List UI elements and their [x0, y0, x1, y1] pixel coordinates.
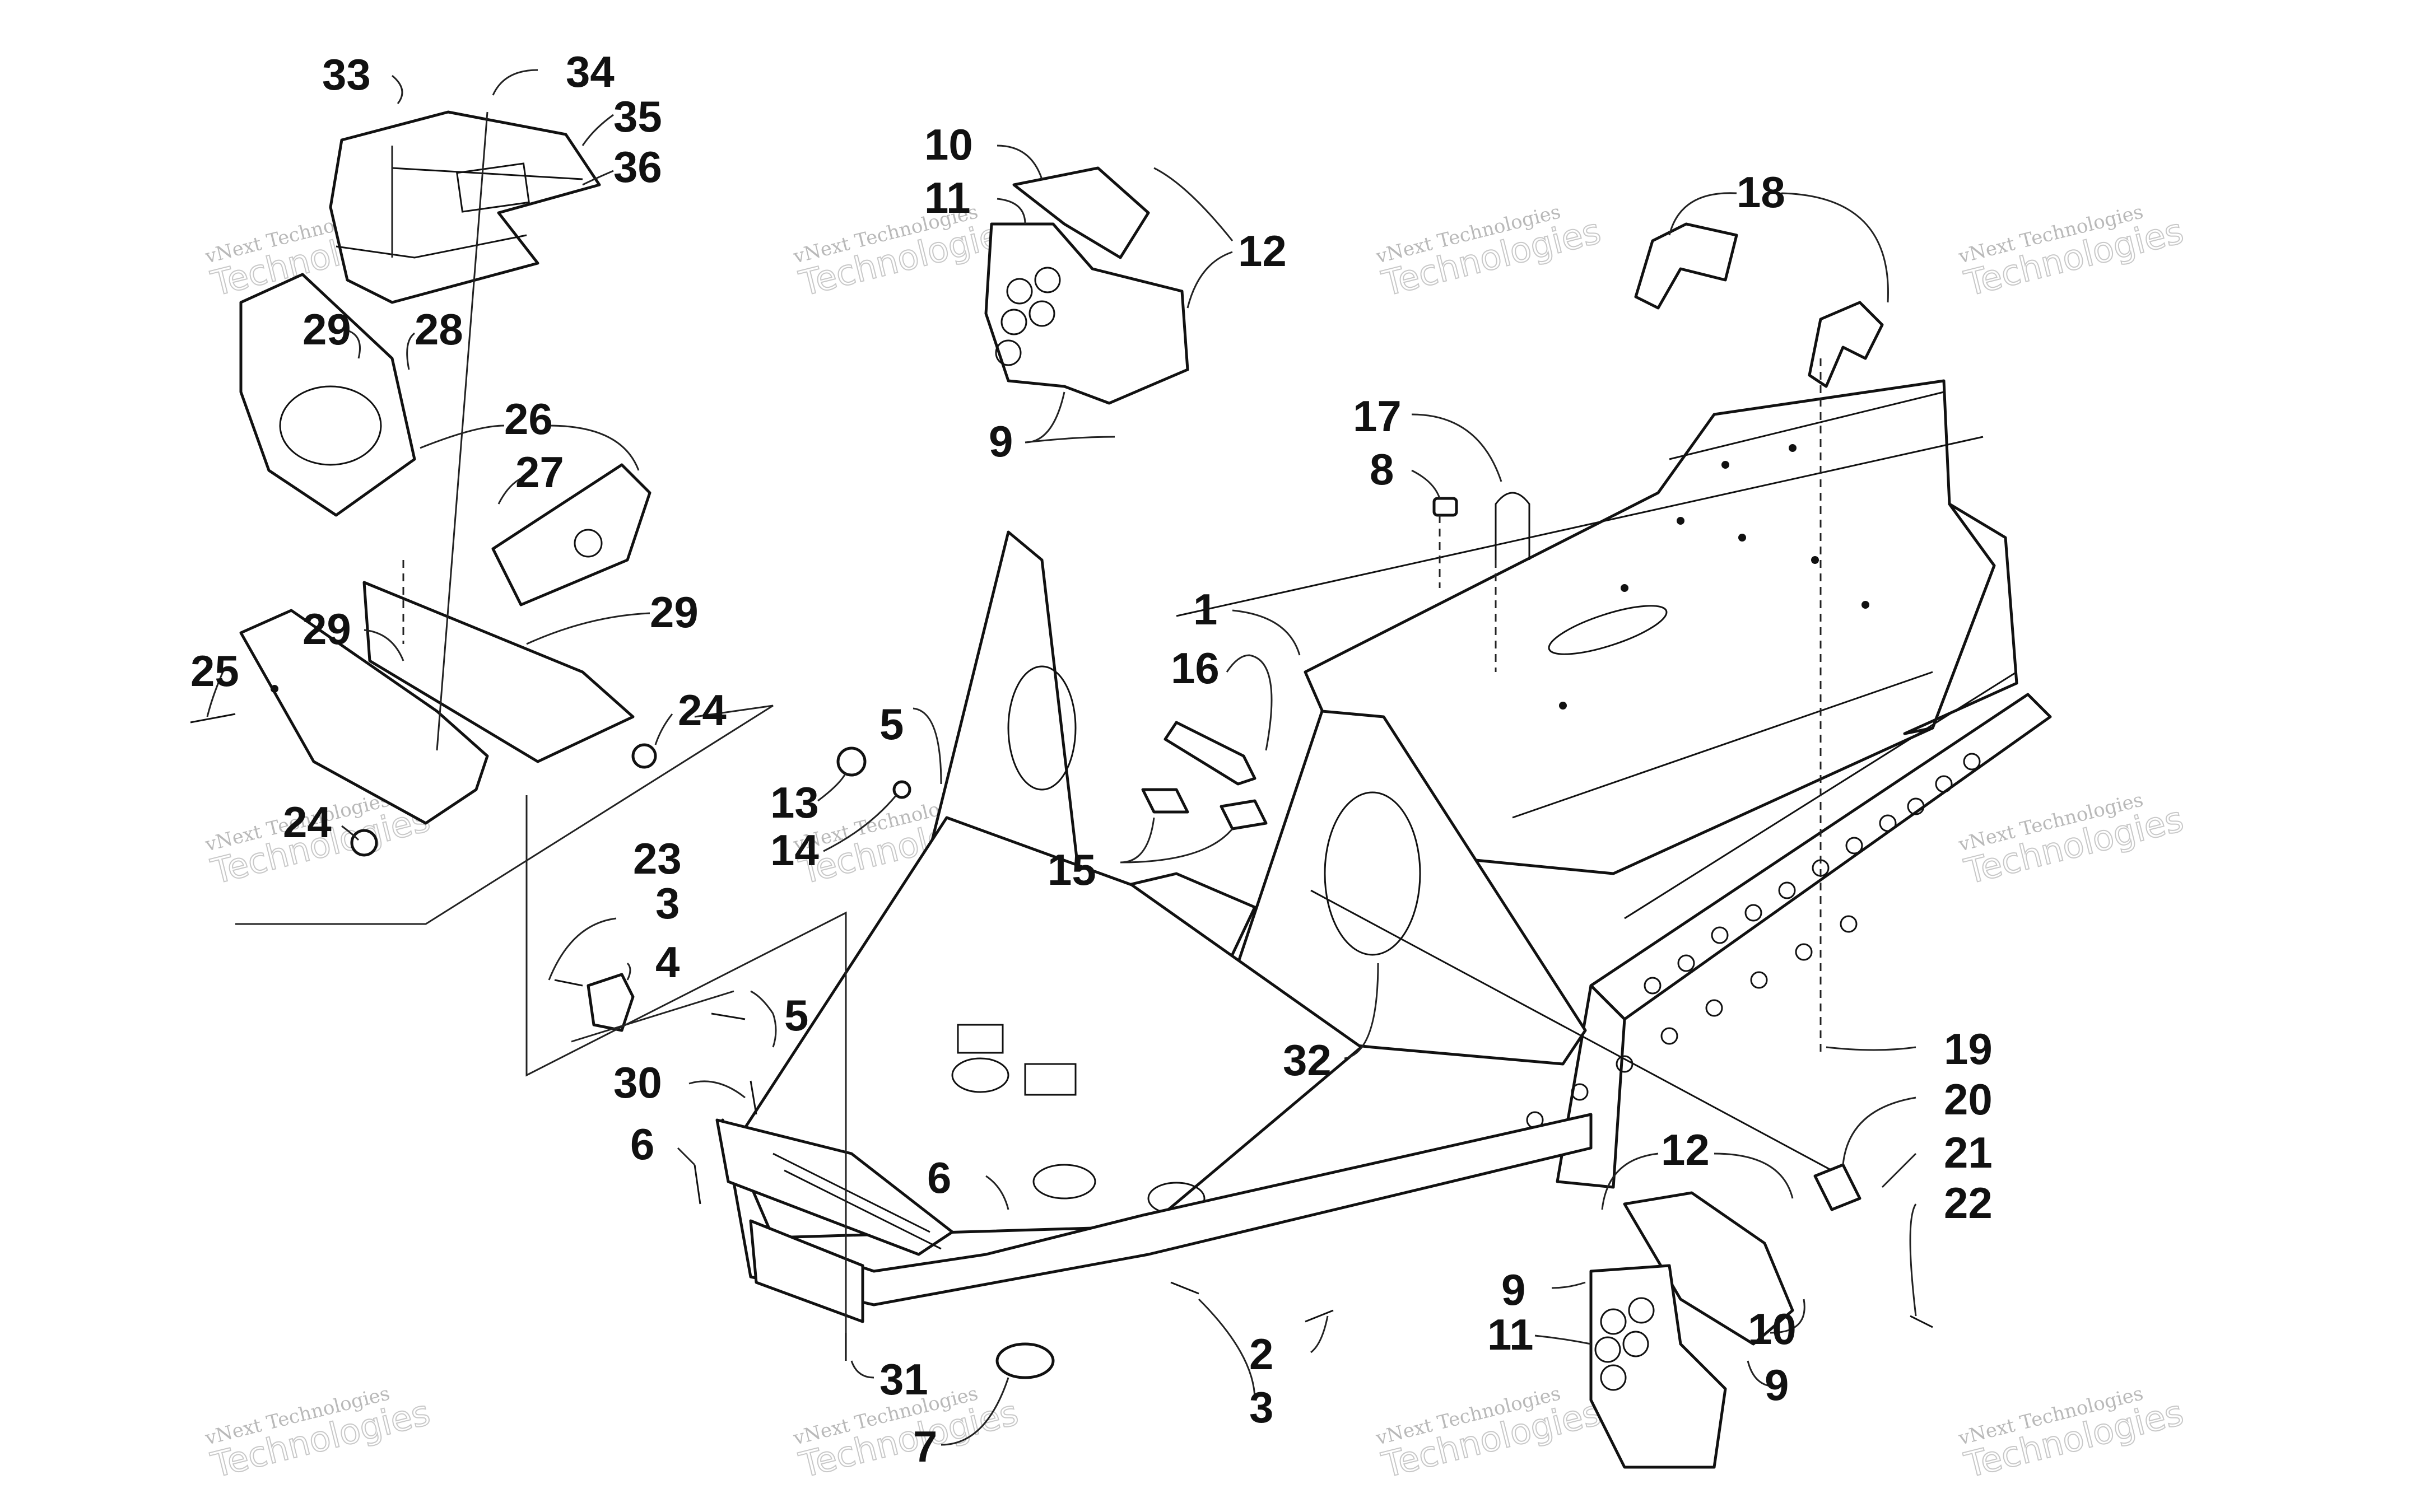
callout-30: 30	[613, 1058, 662, 1107]
callout-15: 15	[1048, 845, 1096, 894]
callout-11: 11	[1487, 1310, 1533, 1359]
chassis-tunnel	[715, 379, 2052, 1323]
callout-10: 10	[1748, 1304, 1797, 1354]
round-holes	[995, 267, 1061, 366]
callout-6: 6	[630, 1119, 654, 1169]
callout-1: 1	[1193, 585, 1217, 634]
callout-36: 36	[613, 142, 662, 192]
callout-21: 21	[1944, 1128, 1993, 1177]
callout-6: 6	[927, 1153, 951, 1202]
callout-4: 4	[655, 937, 680, 987]
callout-8: 8	[1370, 445, 1394, 494]
callout-20: 20	[1944, 1075, 1993, 1124]
callout-2: 2	[1249, 1329, 1273, 1379]
callout-31: 31	[879, 1355, 928, 1404]
watermark: Technologies vNext Technologies	[1956, 1382, 2188, 1486]
callout-24: 24	[283, 797, 332, 847]
callout-5: 5	[879, 699, 904, 749]
steering-support-assembly	[239, 110, 651, 825]
watermark: Technologies vNext Technologies	[1956, 200, 2188, 305]
callout-16: 16	[1171, 643, 1220, 693]
callout-34: 34	[566, 47, 615, 96]
callout-9: 9	[989, 417, 1013, 466]
callout-12: 12	[1238, 226, 1287, 276]
callout-23: 23	[633, 834, 682, 883]
watermark: Technologies vNext Technologies	[203, 1382, 435, 1486]
leader-lines	[206, 69, 1917, 1446]
reference-lines	[235, 111, 1822, 1333]
callout-33: 33	[322, 50, 371, 99]
callout-9: 9	[1765, 1360, 1789, 1410]
callout-12: 12	[1661, 1125, 1710, 1174]
callout-11: 11	[924, 173, 970, 222]
callout-19: 19	[1944, 1024, 1993, 1074]
callout-35: 35	[613, 92, 662, 141]
callout-10: 10	[924, 120, 973, 169]
callout-27: 27	[515, 447, 564, 497]
lower-right-plates	[1589, 1191, 1794, 1469]
brace-line	[1176, 436, 1984, 617]
watermark: Technologies vNext Technologies	[1374, 200, 1605, 305]
small-parts	[190, 222, 1933, 1379]
callout-22: 22	[1944, 1178, 1993, 1228]
callout-29: 29	[650, 587, 699, 637]
callout-9: 9	[1501, 1265, 1525, 1314]
callout-18: 18	[1737, 167, 1785, 217]
callout-32: 32	[1283, 1035, 1332, 1085]
callout-17: 17	[1353, 391, 1402, 441]
watermark: Technologies vNext Technologies	[1374, 1382, 1605, 1486]
callout-7: 7	[913, 1422, 937, 1471]
callout-28: 28	[415, 305, 463, 354]
callout-26: 26	[504, 394, 553, 444]
callout-13: 13	[770, 778, 819, 827]
round-holes	[1594, 1297, 1655, 1391]
callout-labels: 33 34 35 36 29 28 26 27 29 29 25 24 24 2…	[190, 47, 1993, 1471]
callout-3: 3	[655, 879, 680, 928]
callout-5: 5	[784, 991, 808, 1040]
callout-24: 24	[678, 685, 727, 735]
callout-29: 29	[302, 305, 351, 354]
cross-brace	[1310, 889, 1832, 1172]
callout-25: 25	[190, 646, 239, 696]
upper-center-plates	[984, 166, 1189, 405]
callout-3: 3	[1249, 1383, 1273, 1432]
callout-14: 14	[770, 825, 819, 875]
watermark: Technologies vNext Technologies	[1956, 788, 2188, 893]
callout-29: 29	[302, 604, 351, 654]
